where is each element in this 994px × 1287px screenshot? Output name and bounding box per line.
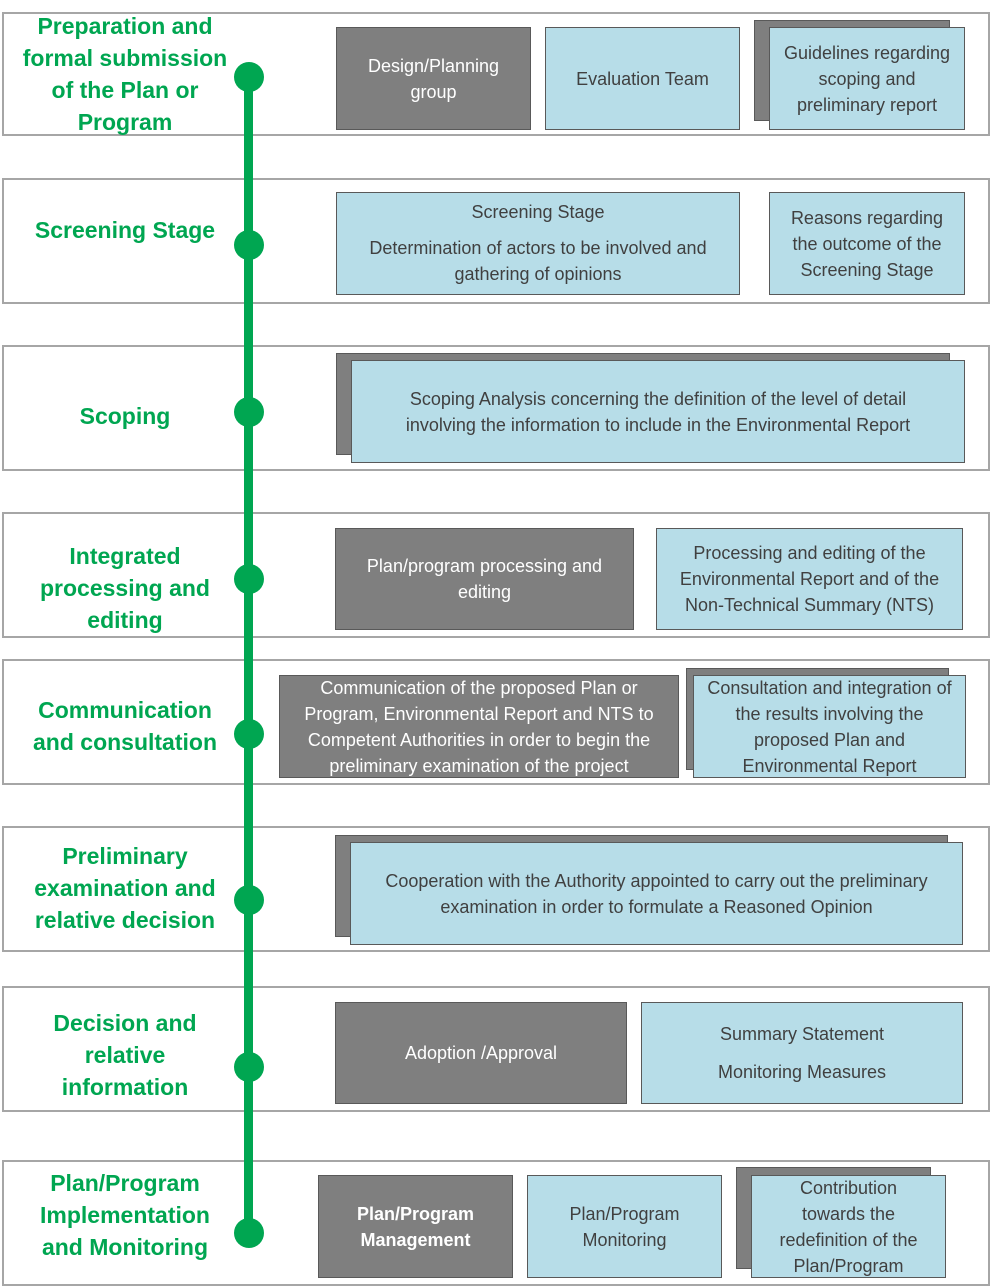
plan-monitoring-box: Plan/Program Monitoring [527,1175,722,1278]
timeline-dot-3 [234,397,264,427]
consultation-box: Consultation and integration of the resu… [693,675,966,778]
label-line: Preliminary [62,843,188,869]
contribution-box: Contribution towards the redefinition of… [751,1175,946,1278]
box-text: Plan/Program Management [356,1203,475,1250]
label-line: Plan/Program [50,1170,200,1196]
box-text: Communication of the proposed Plan or Pr… [304,677,654,776]
box-text: Plan/Program Monitoring [569,1203,680,1250]
screening-reasons-box: Reasons regarding the outcome of the Scr… [769,192,965,295]
box-text: Cooperation with the Authority appointed… [385,870,928,917]
box-text: Summary Statement [719,1024,885,1044]
box-text: Design/Planning group [367,55,500,102]
plan-management-box: Plan/Program Management [318,1175,513,1278]
environmental-report-box: Processing and editing of the Environmen… [656,528,963,630]
label-line: Program [77,109,173,135]
timeline-dot-6 [234,885,264,915]
screening-stage-box: Screening Stage Determination of actors … [336,192,740,295]
box-text: Consultation and integration of the resu… [707,677,952,776]
label-line: Screening Stage [34,217,216,243]
stage-label-preliminary: Preliminary examination and relative dec… [8,838,242,938]
label-line: Implementation [40,1202,210,1228]
label-line: Integrated [69,543,181,569]
label-line: relative decision [34,907,216,933]
label-line: editing [87,607,163,633]
label-line: examination and [34,875,216,901]
timeline-dot-7 [234,1052,264,1082]
evaluation-team-box: Evaluation Team [545,27,740,130]
stage-label-preparation: Preparation and formal submission of the… [8,10,242,138]
timeline-dot-1 [234,62,264,92]
adoption-approval-box: Adoption /Approval [335,1002,627,1104]
box-text: Evaluation Team [576,68,709,89]
timeline-line [244,70,253,1240]
stage-label-integrated: Integrated processing and editing [8,538,242,638]
plan-processing-box: Plan/program processing and editing [335,528,634,630]
label-line: relative [84,1042,166,1068]
label-line: information [61,1074,189,1100]
box-text: Adoption /Approval [404,1043,558,1063]
label-line: Preparation and [37,13,213,39]
timeline-dot-4 [234,564,264,594]
stage-label-implementation: Plan/Program Implementation and Monitori… [8,1165,242,1265]
timeline-dot-8 [234,1218,264,1248]
scoping-analysis-box: Scoping Analysis concerning the definiti… [351,360,965,463]
summary-statement-box: Summary Statement Monitoring Measures [641,1002,963,1104]
box-text: Guidelines regarding scoping and prelimi… [783,42,951,115]
stage-label-decision: Decision and relative information [8,1005,242,1105]
box-text: Contribution towards the redefinition of… [779,1177,918,1276]
timeline-dot-5 [234,719,264,749]
box-text: Processing and editing of the Environmen… [679,543,940,615]
stage-label-scoping: Scoping [8,366,242,466]
guidelines-box: Guidelines regarding scoping and prelimi… [769,27,965,130]
box-title: Screening Stage [471,202,605,222]
box-text: Plan/program processing and editing [366,556,603,602]
box-text: Determination of actors to be involved a… [369,238,707,284]
label-line: formal submission [22,45,228,71]
box-text: Scoping Analysis concerning the definiti… [405,388,911,435]
box-text: Monitoring Measures [717,1062,887,1082]
label-line: Decision and [53,1010,197,1036]
label-line: of the Plan or [51,77,199,103]
stage-label-communication: Communication and consultation [8,676,242,776]
label-line: Scoping [79,403,171,429]
communication-box: Communication of the proposed Plan or Pr… [279,675,679,778]
label-line: processing and [40,575,210,601]
cooperation-box: Cooperation with the Authority appointed… [350,842,963,945]
label-line: Communication [38,697,212,723]
label-line: and Monitoring [41,1234,209,1260]
timeline-dot-2 [234,230,264,260]
design-planning-group-box: Design/Planning group [336,27,531,130]
stage-label-screening: Screening Stage [8,180,242,280]
box-text: Reasons regarding the outcome of the Scr… [790,207,944,280]
label-line: and consultation [33,729,217,755]
